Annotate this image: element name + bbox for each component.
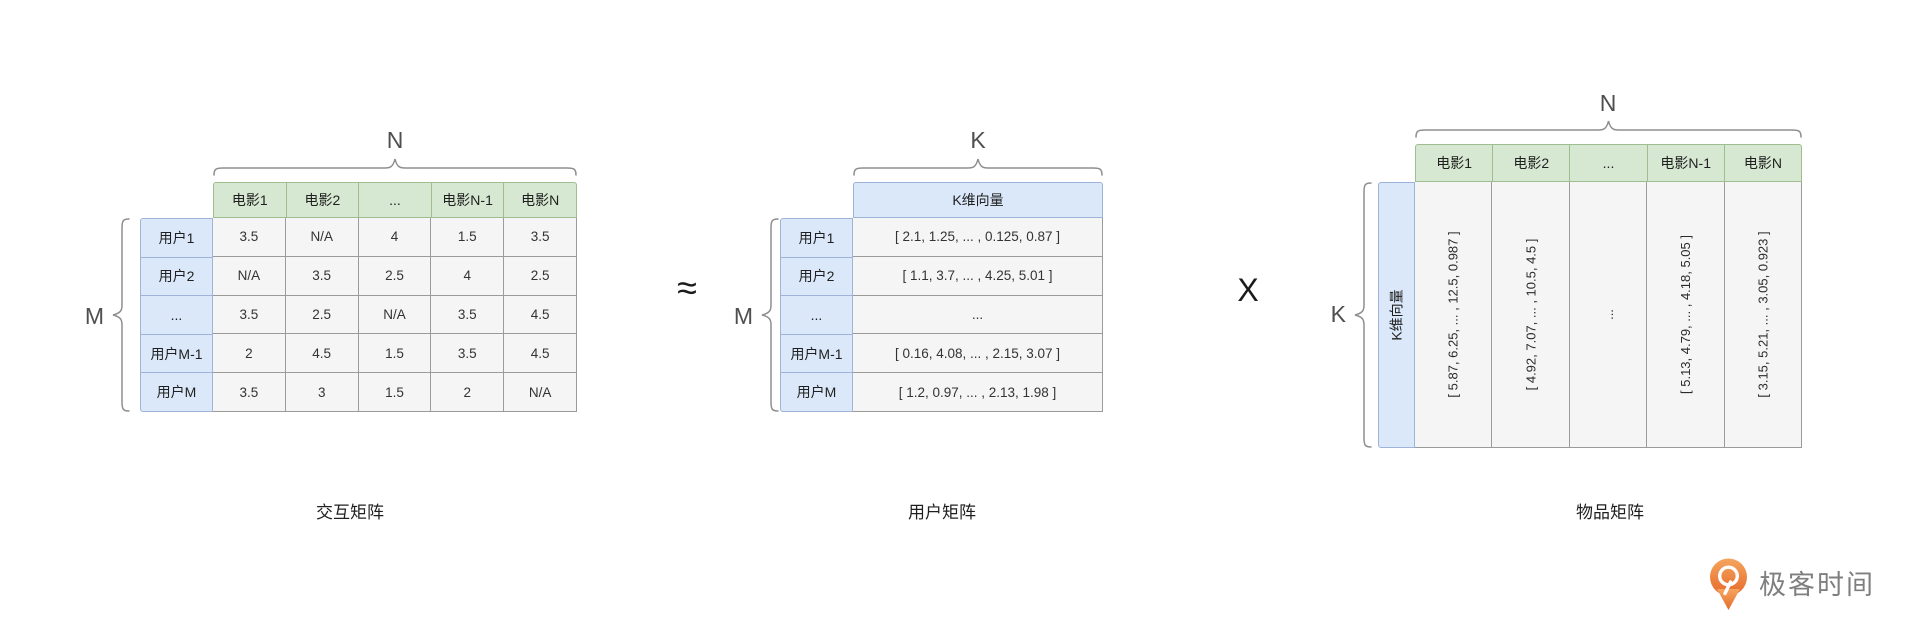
user-matrix-caption: 用户矩阵 [908, 503, 976, 522]
item-vector-cell: [ 5.87, 6.25, ... , 12.5, 0.987 ] [1415, 182, 1493, 448]
interaction-m-brace [112, 218, 130, 412]
geektime-logo-icon [1710, 558, 1747, 610]
interaction-value-cell: 2.5 [504, 256, 577, 296]
item-k-dim-label: K [1330, 301, 1346, 327]
interaction-value-cell: 2 [213, 334, 286, 374]
user-k-dim-label: K [970, 127, 986, 153]
interaction-value-cell: 2 [431, 373, 505, 412]
interaction-m-dim-label: M [84, 303, 104, 329]
interaction-row-label-cell: 用户1 [158, 229, 195, 246]
user-data-grid: [ 2.1, 1.25, ... , 0.125, 0.87 ][ 1.1, 3… [853, 218, 1103, 412]
item-vector-cell-text: ... [1600, 309, 1616, 320]
interaction-value-cell: 4.5 [504, 295, 577, 335]
approx-equal-operator: ≈ [677, 267, 697, 308]
user-header-row: K维向量 [853, 182, 1103, 218]
item-vector-cell-text: [ 5.87, 6.25, ... , 12.5, 0.987 ] [1445, 231, 1461, 398]
interaction-n-dim-label: N [386, 127, 404, 153]
item-n-brace [1415, 120, 1802, 138]
item-vector-cell-text: [ 5.13, 4.79, ... , 4.18, 5.05 ] [1677, 235, 1693, 394]
interaction-value-cell: 4 [358, 218, 432, 257]
item-k-brace [1354, 182, 1372, 448]
multiply-operator: X [1237, 272, 1259, 308]
interaction-value-cell: 4 [431, 256, 505, 296]
interaction-value-cell: 2.5 [358, 256, 432, 296]
user-vector-cell: [ 2.1, 1.25, ... , 0.125, 0.87 ] [853, 218, 1103, 257]
item-col-header-cell: 电影N-1 [1646, 145, 1724, 181]
item-matrix-caption: 物品矩阵 [1576, 503, 1644, 522]
interaction-row-label-cell: 用户M-1 [141, 333, 212, 373]
interaction-col-header-cell: 电影N [503, 183, 576, 217]
interaction-value-cell: 4.5 [504, 334, 577, 374]
geektime-logo-text: 极客时间 [1759, 570, 1875, 600]
interaction-n-brace [213, 158, 577, 176]
user-vector-cell: [ 1.2, 0.97, ... , 2.13, 1.98 ] [853, 373, 1103, 412]
item-k-vector-row-header: K维向量 [1378, 182, 1415, 448]
item-col-header-cell: 电影2 [1492, 145, 1569, 181]
interaction-value-cell: 3.5 [431, 334, 505, 374]
item-col-header-cell: 电影N [1723, 145, 1801, 181]
item-col-header-cell: 电影1 [1436, 155, 1472, 171]
user-m-brace [761, 218, 779, 412]
user-row-label-cell: 用户M [781, 372, 852, 411]
geektime-logo: 极客时间 [1709, 558, 1875, 612]
interaction-col-header-cell: 电影2 [285, 183, 359, 217]
interaction-row-label-cell: 用户2 [141, 256, 212, 296]
interaction-value-cell: 4.5 [285, 334, 359, 374]
item-vector-cell: [ 4.92, 7.07, ... , 10.5, 4.5 ] [1492, 182, 1570, 448]
interaction-value-cell: 3.5 [213, 373, 286, 412]
interaction-col-header-cell: ... [358, 183, 431, 217]
interaction-value-cell: 1.5 [431, 218, 505, 257]
interaction-row-label-cell: 用户M [141, 372, 212, 411]
item-vector-cell: [ 5.13, 4.79, ... , 4.18, 5.05 ] [1647, 182, 1725, 448]
interaction-value-cell: N/A [504, 373, 577, 412]
interaction-value-cell: N/A [285, 218, 359, 257]
interaction-value-cell: 3.5 [285, 256, 359, 296]
interaction-value-cell: 1.5 [358, 373, 432, 412]
item-vector-cell: ... [1569, 182, 1648, 448]
item-vector-cell: [ 3.15, 5.21, ... , 3.05, 0.923 ] [1724, 182, 1802, 448]
interaction-row-label-cell: ... [141, 295, 212, 334]
user-row-label-cell: ... [781, 295, 852, 334]
user-vector-cell: [ 0.16, 4.08, ... , 2.15, 3.07 ] [853, 334, 1103, 374]
interaction-value-cell: 3.5 [431, 295, 505, 335]
interaction-value-cell: 3.5 [213, 295, 286, 335]
user-m-dim-label: M [733, 303, 753, 329]
interaction-value-cell: N/A [213, 256, 286, 296]
interaction-value-cell: 3.5 [213, 218, 286, 257]
user-vector-cell: ... [853, 295, 1103, 335]
item-vector-cell-text: [ 4.92, 7.07, ... , 10.5, 4.5 ] [1523, 238, 1539, 391]
interaction-matrix-caption: 交互矩阵 [316, 503, 384, 522]
item-vector-cell-text: [ 3.15, 5.21, ... , 3.05, 0.923 ] [1755, 231, 1771, 398]
interaction-value-cell: 1.5 [358, 334, 432, 374]
user-header-cell: K维向量 [952, 192, 1004, 208]
interaction-value-cell: N/A [358, 295, 432, 335]
item-col-header-cell: ... [1569, 145, 1646, 181]
interaction-value-cell: 3.5 [504, 218, 577, 257]
item-data-grid: [ 5.87, 6.25, ... , 12.5, 0.987 ] [ 4.92,… [1415, 182, 1802, 448]
interaction-value-cell: 2.5 [285, 295, 359, 335]
interaction-col-header-cell: 电影1 [231, 192, 268, 208]
user-row-label-cell: 用户1 [798, 229, 835, 246]
user-row-label-cell: 用户2 [781, 256, 852, 296]
user-vector-cell: [ 1.1, 3.7, ... , 4.25, 5.01 ] [853, 256, 1103, 296]
item-n-dim-label: N [1599, 90, 1617, 116]
interaction-col-header-cell: 电影N-1 [430, 183, 504, 217]
interaction-value-cell: 3 [285, 373, 359, 412]
user-k-brace [853, 158, 1103, 176]
user-row-label-cell: 用户M-1 [781, 333, 852, 373]
item-k-vector-row-header-text: K维向量 [1388, 289, 1405, 341]
